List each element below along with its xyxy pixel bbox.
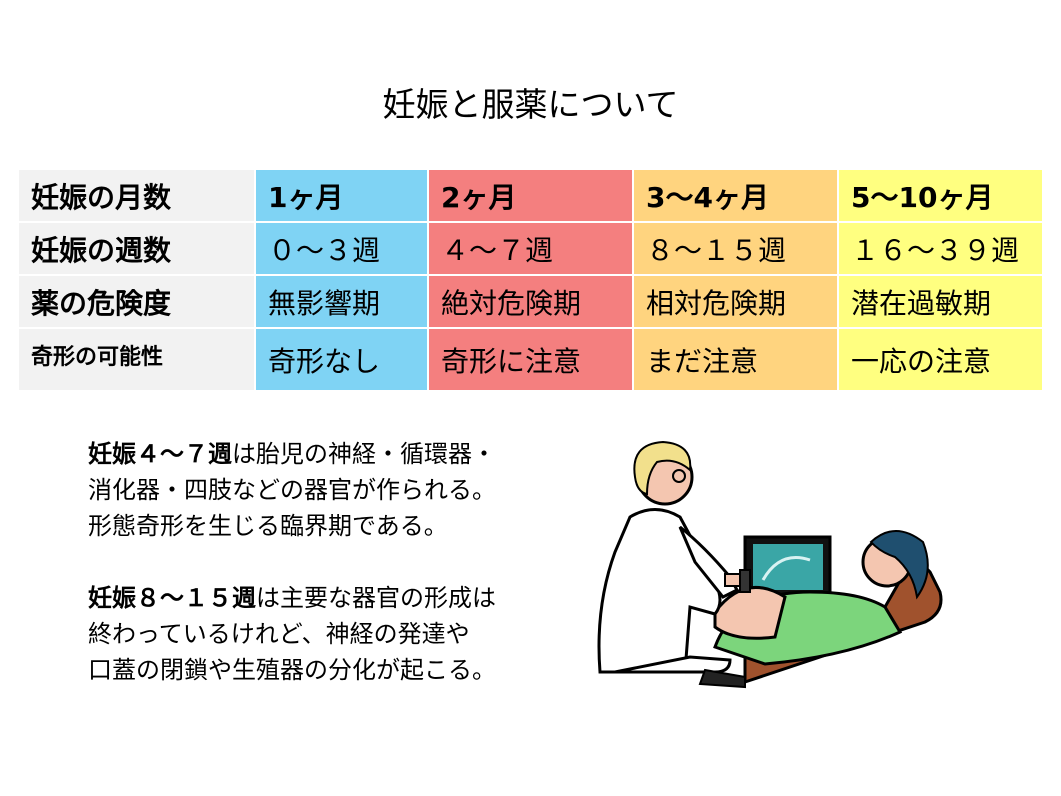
table-cell: 相対危険期 — [633, 275, 839, 329]
paragraph-text: 消化器・四肢などの器官が作られる。 — [88, 476, 496, 504]
table-row-weeks: 妊娠の週数 ０～３週 ４～７週 ８～１５週 １６～３９週 — [19, 222, 1044, 276]
table-cell: 3～4ヶ月 — [633, 170, 839, 223]
table-cell: まだ注意 — [633, 328, 839, 392]
row-label: 妊娠の週数 — [19, 222, 256, 276]
table-cell: 無影響期 — [255, 275, 429, 329]
paragraph-text: 口蓋の閉鎖や生殖器の分化が起こる。 — [88, 656, 496, 684]
pregnancy-medication-table: 妊娠の月数 1ヶ月 2ヶ月 3～4ヶ月 5～10ヶ月 妊娠の週数 ０～３週 ４～… — [19, 170, 1044, 392]
paragraph-text: 終わっているけれど、神経の発達や — [88, 620, 470, 648]
table-cell: 1ヶ月 — [255, 170, 429, 223]
table-cell: １６～３９週 — [838, 222, 1044, 276]
paragraph-lead: 妊娠４～７週 — [88, 440, 232, 468]
table-cell: 5～10ヶ月 — [838, 170, 1044, 223]
paragraph-weeks-4-7: 妊娠４～７週は胎児の神経・循環器・ 消化器・四肢などの器官が作られる。 形態奇形… — [88, 436, 496, 544]
table-row-risk: 薬の危険度 無影響期 絶対危険期 相対危険期 潜在過敏期 — [19, 275, 1044, 329]
paragraph-text: 形態奇形を生じる臨界期である。 — [88, 512, 448, 540]
row-label: 妊娠の月数 — [19, 170, 256, 223]
paragraph-text: は主要な器官の形成は — [256, 584, 496, 612]
table-cell: 2ヶ月 — [428, 170, 634, 223]
table-cell: 一応の注意 — [838, 328, 1044, 392]
table-cell: ８～１５週 — [633, 222, 839, 276]
table-cell: 奇形なし — [255, 328, 429, 392]
table-cell: 絶対危険期 — [428, 275, 634, 329]
paragraph-text: は胎児の神経・循環器・ — [232, 440, 496, 468]
paragraph-weeks-8-15: 妊娠８～１５週は主要な器官の形成は 終わっているけれど、神経の発達や 口蓋の閉鎖… — [88, 580, 496, 688]
table-row-months: 妊娠の月数 1ヶ月 2ヶ月 3～4ヶ月 5～10ヶ月 — [19, 170, 1044, 223]
table-cell: ４～７週 — [428, 222, 634, 276]
page-title: 妊娠と服薬について — [382, 85, 679, 124]
row-label: 薬の危険度 — [19, 275, 256, 329]
table-row-malformation: 奇形の可能性 奇形なし 奇形に注意 まだ注意 一応の注意 — [19, 328, 1044, 392]
paragraph-lead: 妊娠８～１５週 — [88, 584, 256, 612]
row-label: 奇形の可能性 — [19, 328, 256, 392]
table-cell: 奇形に注意 — [428, 328, 634, 392]
ultrasound-exam-icon — [597, 440, 943, 689]
table-cell: 潜在過敏期 — [838, 275, 1044, 329]
table-cell: ０～３週 — [255, 222, 429, 276]
